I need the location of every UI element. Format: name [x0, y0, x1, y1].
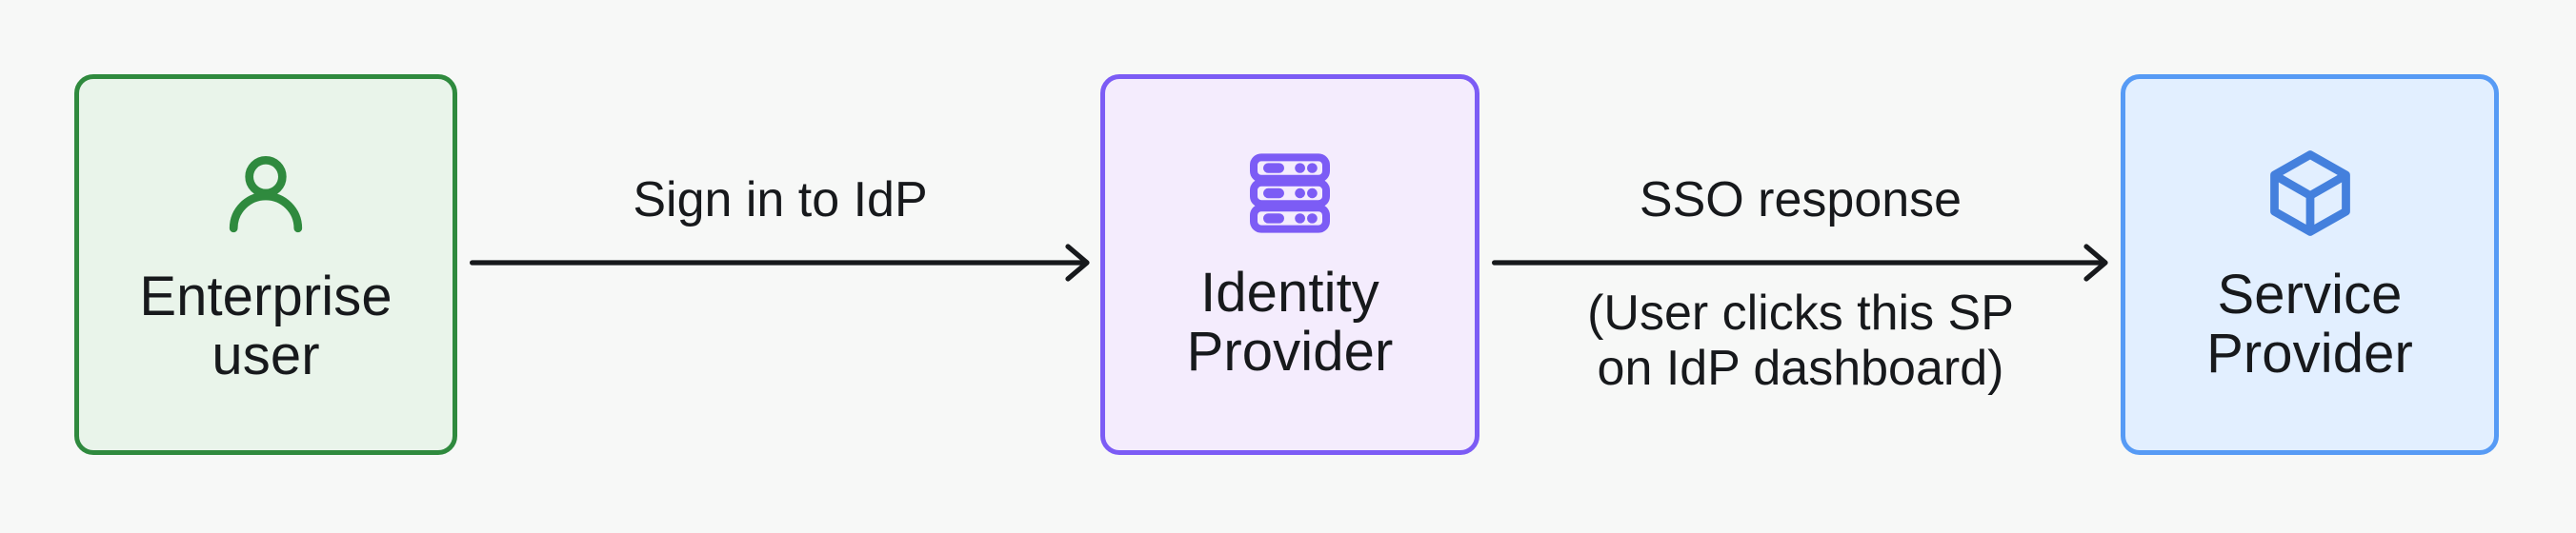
node-identity-provider[interactable]: Identity Provider: [1100, 74, 1479, 455]
edge-note-user-clicks-sp: (User clicks this SP on IdP dashboard): [1587, 286, 2014, 396]
server-icon: [1244, 148, 1336, 239]
node-enterprise-user[interactable]: Enterprise user: [74, 74, 457, 455]
cube-icon: [2263, 146, 2358, 241]
node-label-service-provider: Service Provider: [2206, 264, 2413, 385]
edge-label-sign-in-to-idp: Sign in to IdP: [633, 172, 928, 227]
arrow-user-to-idp: [469, 236, 1093, 289]
arrow-idp-to-sp: [1491, 236, 2111, 289]
node-label-enterprise-user: Enterprise user: [139, 266, 392, 386]
user-icon: [216, 144, 315, 243]
edge-label-sso-response: SSO response: [1639, 172, 1962, 227]
node-label-identity-provider: Identity Provider: [1186, 262, 1394, 383]
node-service-provider[interactable]: Service Provider: [2121, 74, 2499, 455]
